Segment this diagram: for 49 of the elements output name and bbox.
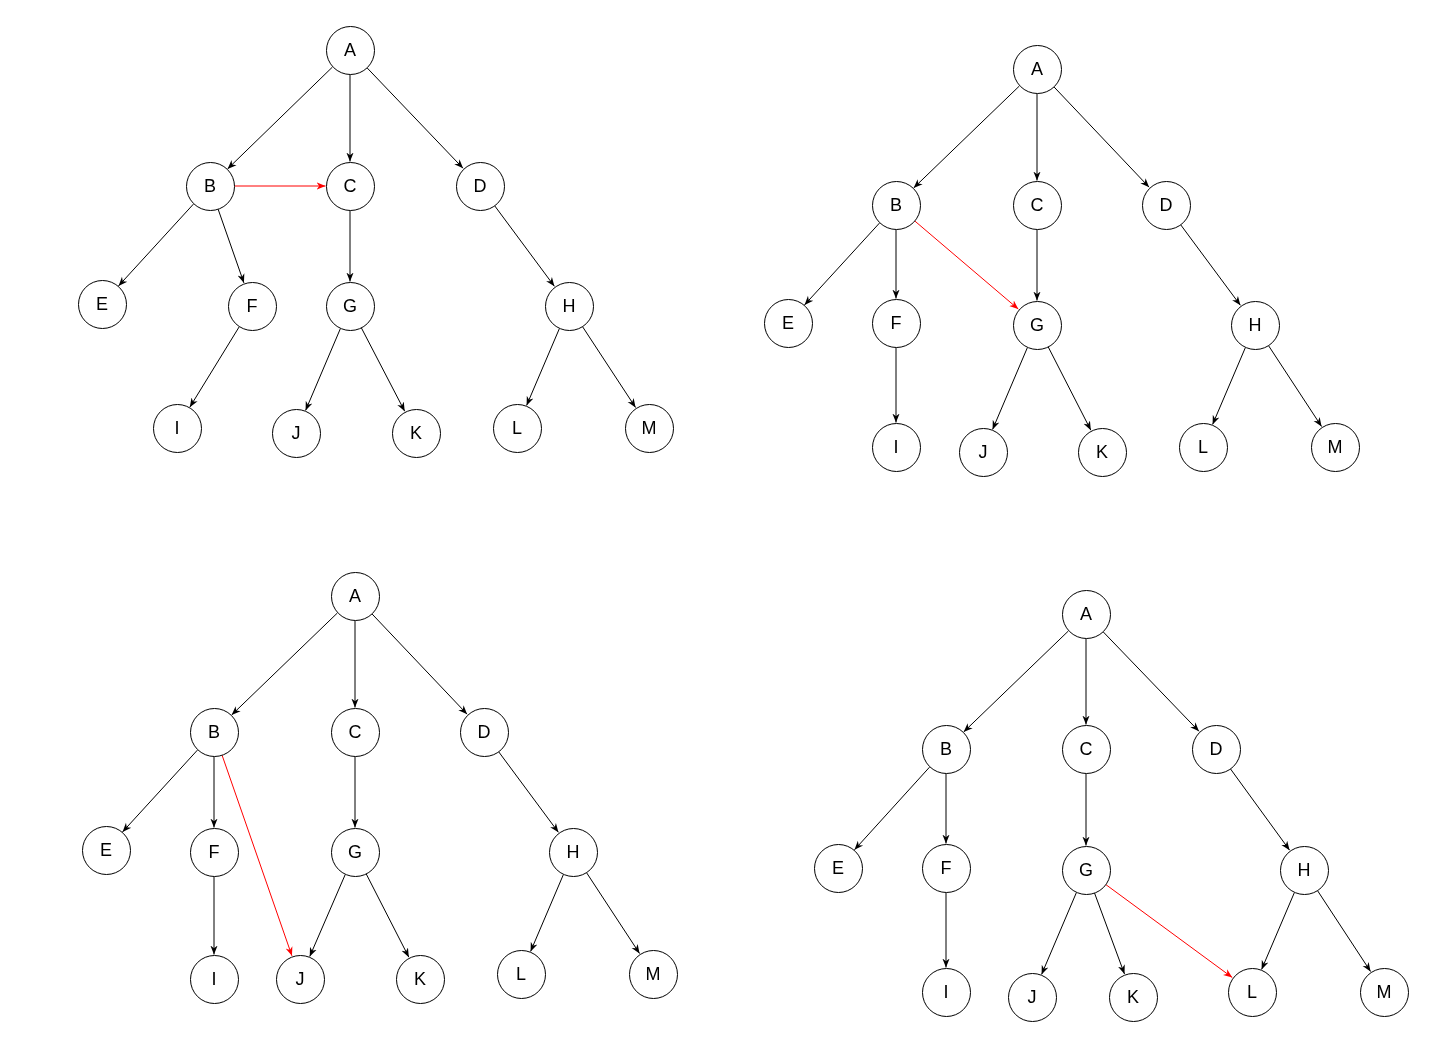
arrow [942,892,950,968]
arrow [309,874,346,957]
arrow [305,328,341,411]
arrow [892,229,900,299]
arrow [585,872,641,954]
arrow [1047,346,1092,431]
arrow [892,347,900,423]
arrow [227,66,333,170]
arrow [498,751,559,833]
arrow [853,766,931,851]
arrow [365,873,410,958]
arrow [371,613,468,715]
arrow [189,326,240,408]
arrow [1229,768,1291,851]
arrow [122,749,198,833]
arrow [494,205,555,287]
arrow [942,773,950,844]
arrow [210,756,218,828]
arrow [234,182,326,190]
arrow [1105,884,1233,978]
arrow [1041,892,1077,975]
arrow [351,620,359,708]
arrow [1212,347,1246,425]
arrow [1267,345,1323,427]
arrow [914,220,1019,310]
arrow [210,876,218,955]
arrow [346,74,354,162]
arrow [992,347,1028,430]
arrow [1316,890,1372,972]
arrow [1102,631,1200,732]
arrow [231,612,338,716]
arrow [913,85,1020,189]
arrow [1053,86,1150,188]
arrow [1180,224,1241,306]
arrow [118,203,194,287]
arrow [581,326,637,408]
arrow [346,210,354,282]
arrow [526,328,560,406]
arrow [1261,892,1295,970]
arrow [1082,638,1090,725]
arrow [804,222,880,306]
arrow [366,67,464,169]
arrow [1033,229,1041,301]
arrow [1033,93,1041,181]
arrow [1082,773,1090,846]
arrow [351,756,359,828]
arrow [360,327,406,412]
arrow [963,630,1069,733]
arrow [530,874,564,952]
